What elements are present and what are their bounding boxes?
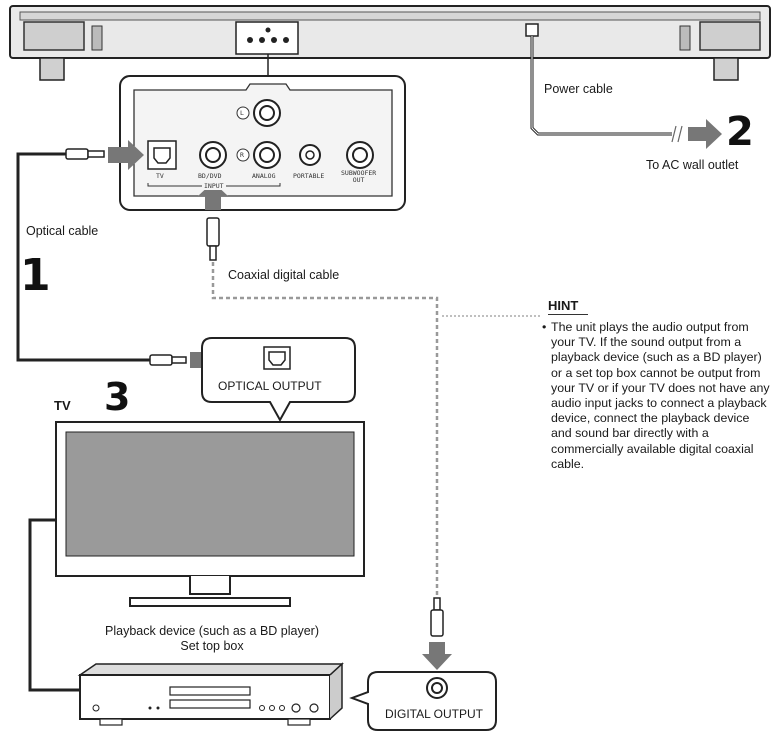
step-number-3: 3 — [104, 375, 131, 419]
coaxial-digital-cable-label: Coaxial digital cable — [228, 268, 340, 282]
tv — [55, 421, 365, 607]
tv-label: TV — [54, 398, 71, 413]
panel-label-r: R — [240, 151, 244, 159]
playback-device — [77, 662, 344, 726]
hint-body: • The unit plays the audio output from y… — [542, 320, 772, 472]
panel-label-l: L — [240, 109, 244, 117]
power-cable-label: Power cable — [544, 82, 613, 96]
step-number-2: 2 — [726, 109, 754, 155]
panel-label-portable: PORTABLE — [293, 172, 325, 180]
panel-label-analog: ANALOG — [252, 172, 276, 180]
playback-device-line2: Set top box — [180, 639, 244, 653]
digital-output-callout — [349, 671, 497, 731]
sound-bar — [9, 5, 771, 81]
playback-device-label: Playback device (such as a BD player) Se… — [82, 624, 342, 654]
optical-cable-label: Optical cable — [26, 224, 99, 238]
panel-label-subwoofer-line2: OUT — [352, 176, 365, 184]
panel-label-bd-dvd: BD/DVD — [198, 172, 222, 180]
hint-title: HINT — [548, 298, 579, 313]
optical-output-callout — [201, 337, 356, 423]
playback-device-line1: Playback device (such as a BD player) — [105, 624, 319, 638]
panel-label-tv: TV — [156, 172, 164, 180]
optical-cable — [16, 140, 222, 375]
to-ac-wall-outlet-label: To AC wall outlet — [646, 158, 739, 172]
input-panel-callout — [119, 54, 406, 211]
panel-label-subwoofer-line1: SUBWOOFER — [341, 169, 377, 177]
digital-output-label: DIGITAL OUTPUT — [385, 707, 484, 721]
panel-label-subwoofer: SUBWOOFER OUT — [341, 170, 376, 184]
hint-bullet: • — [542, 320, 547, 334]
step-number-1: 1 — [20, 250, 51, 301]
hint-text: The unit plays the audio output from you… — [551, 320, 770, 471]
panel-label-input: INPUT — [202, 182, 226, 190]
hint-underline — [548, 314, 588, 315]
power-cable — [530, 36, 722, 149]
tv-to-player-cable — [28, 518, 80, 692]
optical-output-label: OPTICAL OUTPUT — [218, 379, 322, 393]
